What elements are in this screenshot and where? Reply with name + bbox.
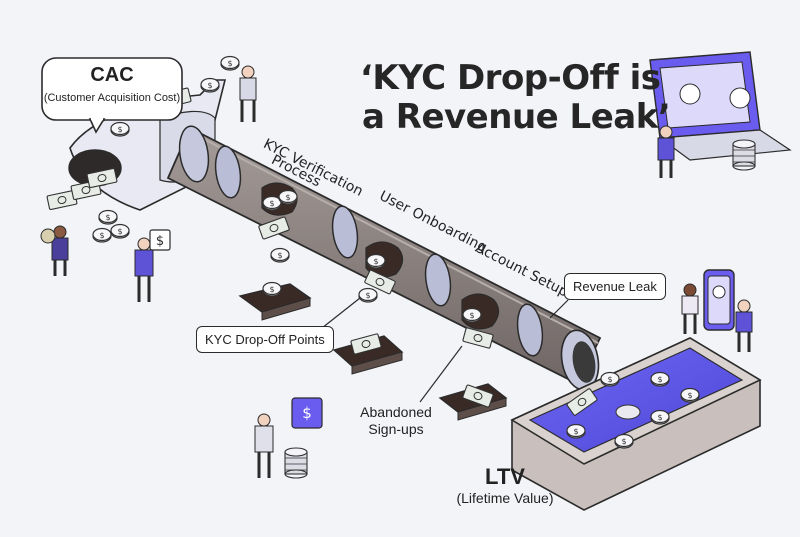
svg-text:$: $	[156, 234, 164, 249]
callout-pointers	[321, 297, 569, 403]
abandoned-line-2: Sign-ups	[368, 421, 424, 437]
ltv-pool	[510, 337, 762, 511]
person-laptop	[649, 51, 792, 178]
cac-sublabel: (Customer Acquisition Cost)	[43, 92, 181, 104]
title-line-1: ‘KYC Drop-Off is	[360, 58, 661, 98]
ltv-sublabel: (Lifetime Value)	[456, 490, 554, 506]
title-line-2: a Revenue Leak’	[362, 97, 671, 137]
revenue-leak-callout: Revenue Leak	[564, 273, 666, 300]
person-bottom-left: $	[254, 397, 323, 479]
ground-drop-holes	[238, 281, 508, 421]
abandoned-line-1: Abandoned	[360, 404, 432, 420]
drop-off-points-callout: KYC Drop-Off Points	[196, 326, 334, 353]
pipe-rings	[178, 125, 600, 391]
cac-bubble	[41, 57, 183, 134]
person-man-left: $	[134, 229, 171, 302]
ltv-label: LTV	[485, 464, 525, 489]
svg-text:$: $	[302, 404, 312, 422]
person-woman-left	[40, 225, 69, 276]
person-phone-right	[681, 269, 753, 352]
person-top-cac	[239, 65, 257, 122]
cac-label: CAC	[90, 64, 134, 86]
